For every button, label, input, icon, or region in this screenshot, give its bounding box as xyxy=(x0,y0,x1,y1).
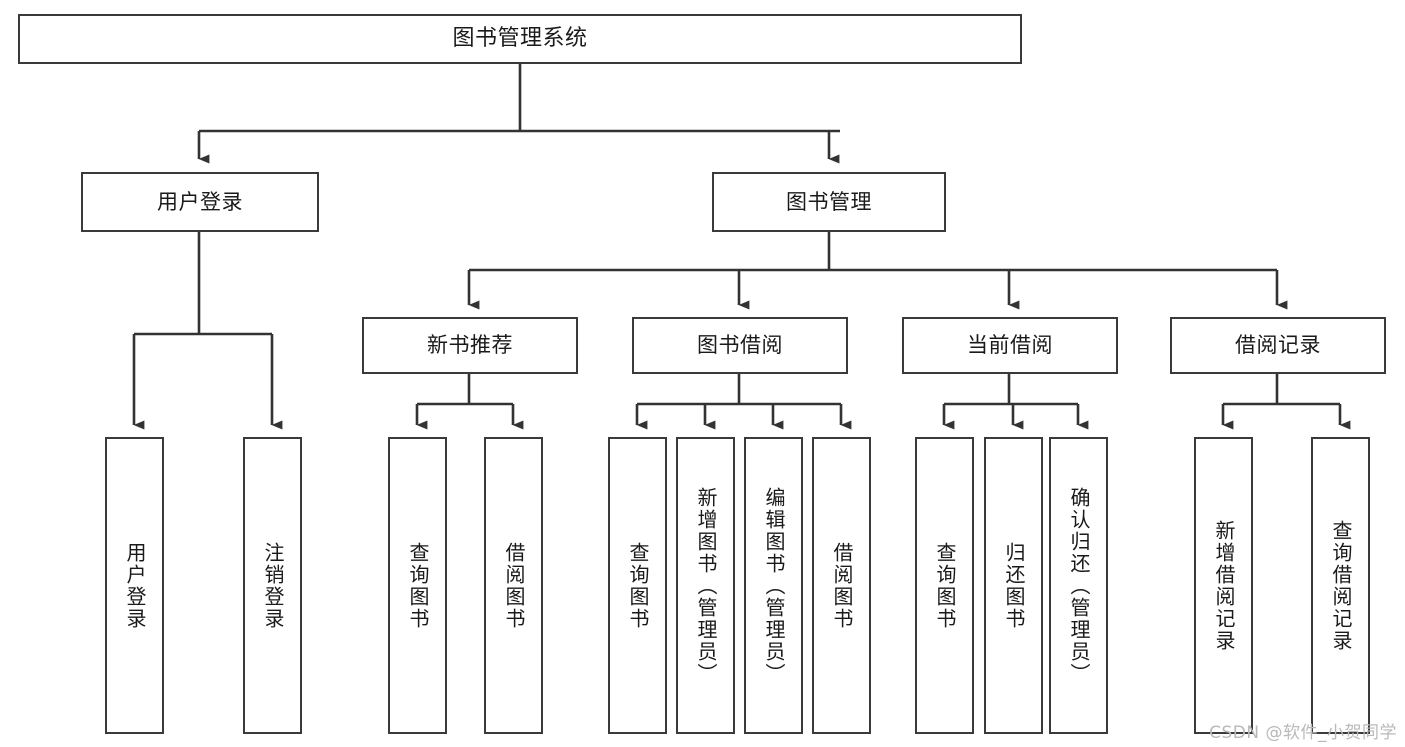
node-leaf-add-record-label: 新增借阅记录 xyxy=(1212,519,1236,652)
node-borrow-record[interactable]: 借阅记录 xyxy=(1170,317,1386,374)
node-leaf-return-book-label: 归还图书 xyxy=(1002,541,1026,630)
csdn-watermark: CSDN @软件_小贺同学 xyxy=(1209,723,1397,743)
node-leaf-user-login[interactable]: 用户登录 xyxy=(105,437,164,734)
node-leaf-query-record-label: 查询借阅记录 xyxy=(1329,519,1353,652)
node-leaf-confirm-return-label: 确认归还（管理员） xyxy=(1067,486,1091,685)
node-leaf-confirm-return[interactable]: 确认归还（管理员） xyxy=(1049,437,1108,734)
node-book-borrow-label: 图书借阅 xyxy=(697,333,783,358)
node-leaf-edit-book[interactable]: 编辑图书（管理员） xyxy=(744,437,803,734)
node-leaf-user-logout[interactable]: 注销登录 xyxy=(243,437,302,734)
node-leaf-user-login-label: 用户登录 xyxy=(123,541,147,630)
node-leaf-return-book[interactable]: 归还图书 xyxy=(984,437,1043,734)
node-book-borrow[interactable]: 图书借阅 xyxy=(632,317,848,374)
node-new-book-rec[interactable]: 新书推荐 xyxy=(362,317,578,374)
node-leaf-query-book-1[interactable]: 查询图书 xyxy=(388,437,447,734)
node-leaf-add-book[interactable]: 新增图书（管理员） xyxy=(676,437,735,734)
node-user-login[interactable]: 用户登录 xyxy=(81,172,319,232)
node-leaf-query-book-3-label: 查询图书 xyxy=(933,541,957,630)
node-current-borrow[interactable]: 当前借阅 xyxy=(902,317,1118,374)
node-leaf-query-book-3[interactable]: 查询图书 xyxy=(915,437,974,734)
node-leaf-borrow-book-1-label: 借阅图书 xyxy=(502,541,526,630)
node-leaf-add-book-label: 新增图书（管理员） xyxy=(694,486,718,685)
node-leaf-query-book-1-label: 查询图书 xyxy=(406,541,430,630)
node-leaf-edit-book-label: 编辑图书（管理员） xyxy=(762,486,786,685)
node-leaf-borrow-book-2-label: 借阅图书 xyxy=(830,541,854,630)
node-leaf-query-book-2[interactable]: 查询图书 xyxy=(608,437,667,734)
node-leaf-borrow-book-1[interactable]: 借阅图书 xyxy=(484,437,543,734)
node-leaf-query-record[interactable]: 查询借阅记录 xyxy=(1311,437,1370,734)
node-leaf-user-logout-label: 注销登录 xyxy=(261,541,285,630)
node-root-label: 图书管理系统 xyxy=(452,26,588,52)
node-current-borrow-label: 当前借阅 xyxy=(967,333,1053,358)
node-leaf-query-book-2-label: 查询图书 xyxy=(626,541,650,630)
node-leaf-add-record[interactable]: 新增借阅记录 xyxy=(1194,437,1253,734)
node-root[interactable]: 图书管理系统 xyxy=(18,14,1022,64)
node-user-login-label: 用户登录 xyxy=(157,189,243,214)
node-leaf-borrow-book-2[interactable]: 借阅图书 xyxy=(812,437,871,734)
node-book-manage[interactable]: 图书管理 xyxy=(712,172,946,232)
node-borrow-record-label: 借阅记录 xyxy=(1235,333,1321,358)
node-new-book-rec-label: 新书推荐 xyxy=(427,333,513,358)
node-book-manage-label: 图书管理 xyxy=(786,189,872,214)
